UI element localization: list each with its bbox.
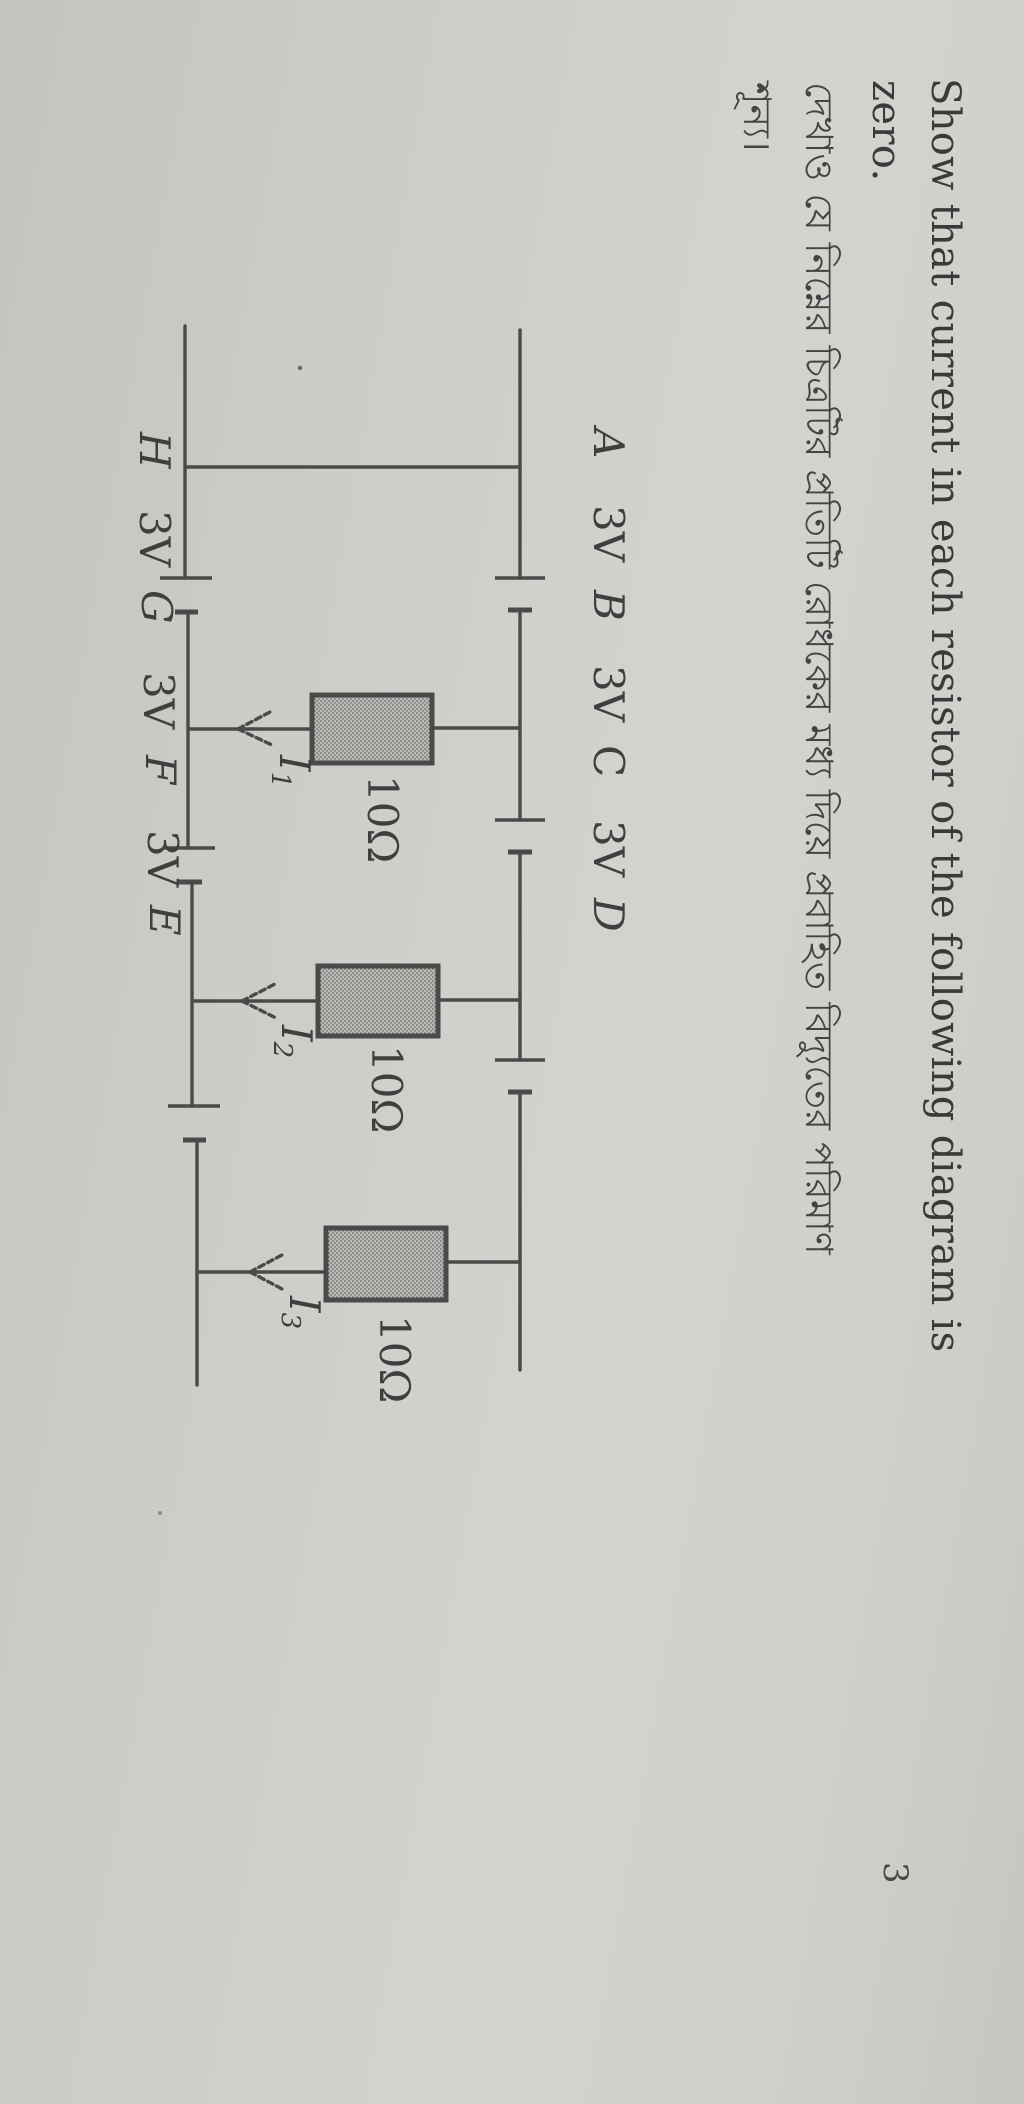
battery-label-fe: 3V bbox=[138, 830, 187, 888]
node-label-a: A bbox=[584, 424, 633, 458]
node-label-b: B bbox=[584, 589, 633, 621]
node-label-d: D bbox=[584, 897, 633, 932]
resistor-cf bbox=[192, 963, 522, 1039]
current-label-i2: I2 bbox=[267, 1024, 321, 1058]
bottom-rail bbox=[160, 324, 220, 1387]
node-label-h: H bbox=[130, 431, 179, 470]
resistor-bg bbox=[188, 692, 522, 766]
paper-speck bbox=[297, 365, 303, 371]
battery-label-ab: 3V bbox=[584, 505, 633, 563]
node-label-f: F bbox=[136, 754, 185, 786]
battery-label-cd: 3V bbox=[584, 820, 633, 878]
battery-label-gf: 3V bbox=[134, 672, 183, 730]
resistor-label-1: 10Ω bbox=[358, 775, 407, 863]
resistor-label-2: 10Ω bbox=[362, 1045, 411, 1133]
resistor-label-3: 10Ω bbox=[370, 1315, 419, 1403]
battery-label-bc: 3V bbox=[584, 665, 633, 723]
resistor-de bbox=[196, 1225, 522, 1303]
battery-label-hg: 3V bbox=[130, 510, 179, 568]
current-label-i1: I1 bbox=[265, 754, 319, 788]
current-label-i3: I3 bbox=[275, 1295, 329, 1329]
node-label-g: G bbox=[132, 590, 181, 624]
node-label-c: C bbox=[584, 745, 633, 777]
node-label-e: E bbox=[140, 904, 189, 936]
top-rail bbox=[495, 328, 545, 1372]
paper-speck bbox=[158, 1511, 162, 1515]
